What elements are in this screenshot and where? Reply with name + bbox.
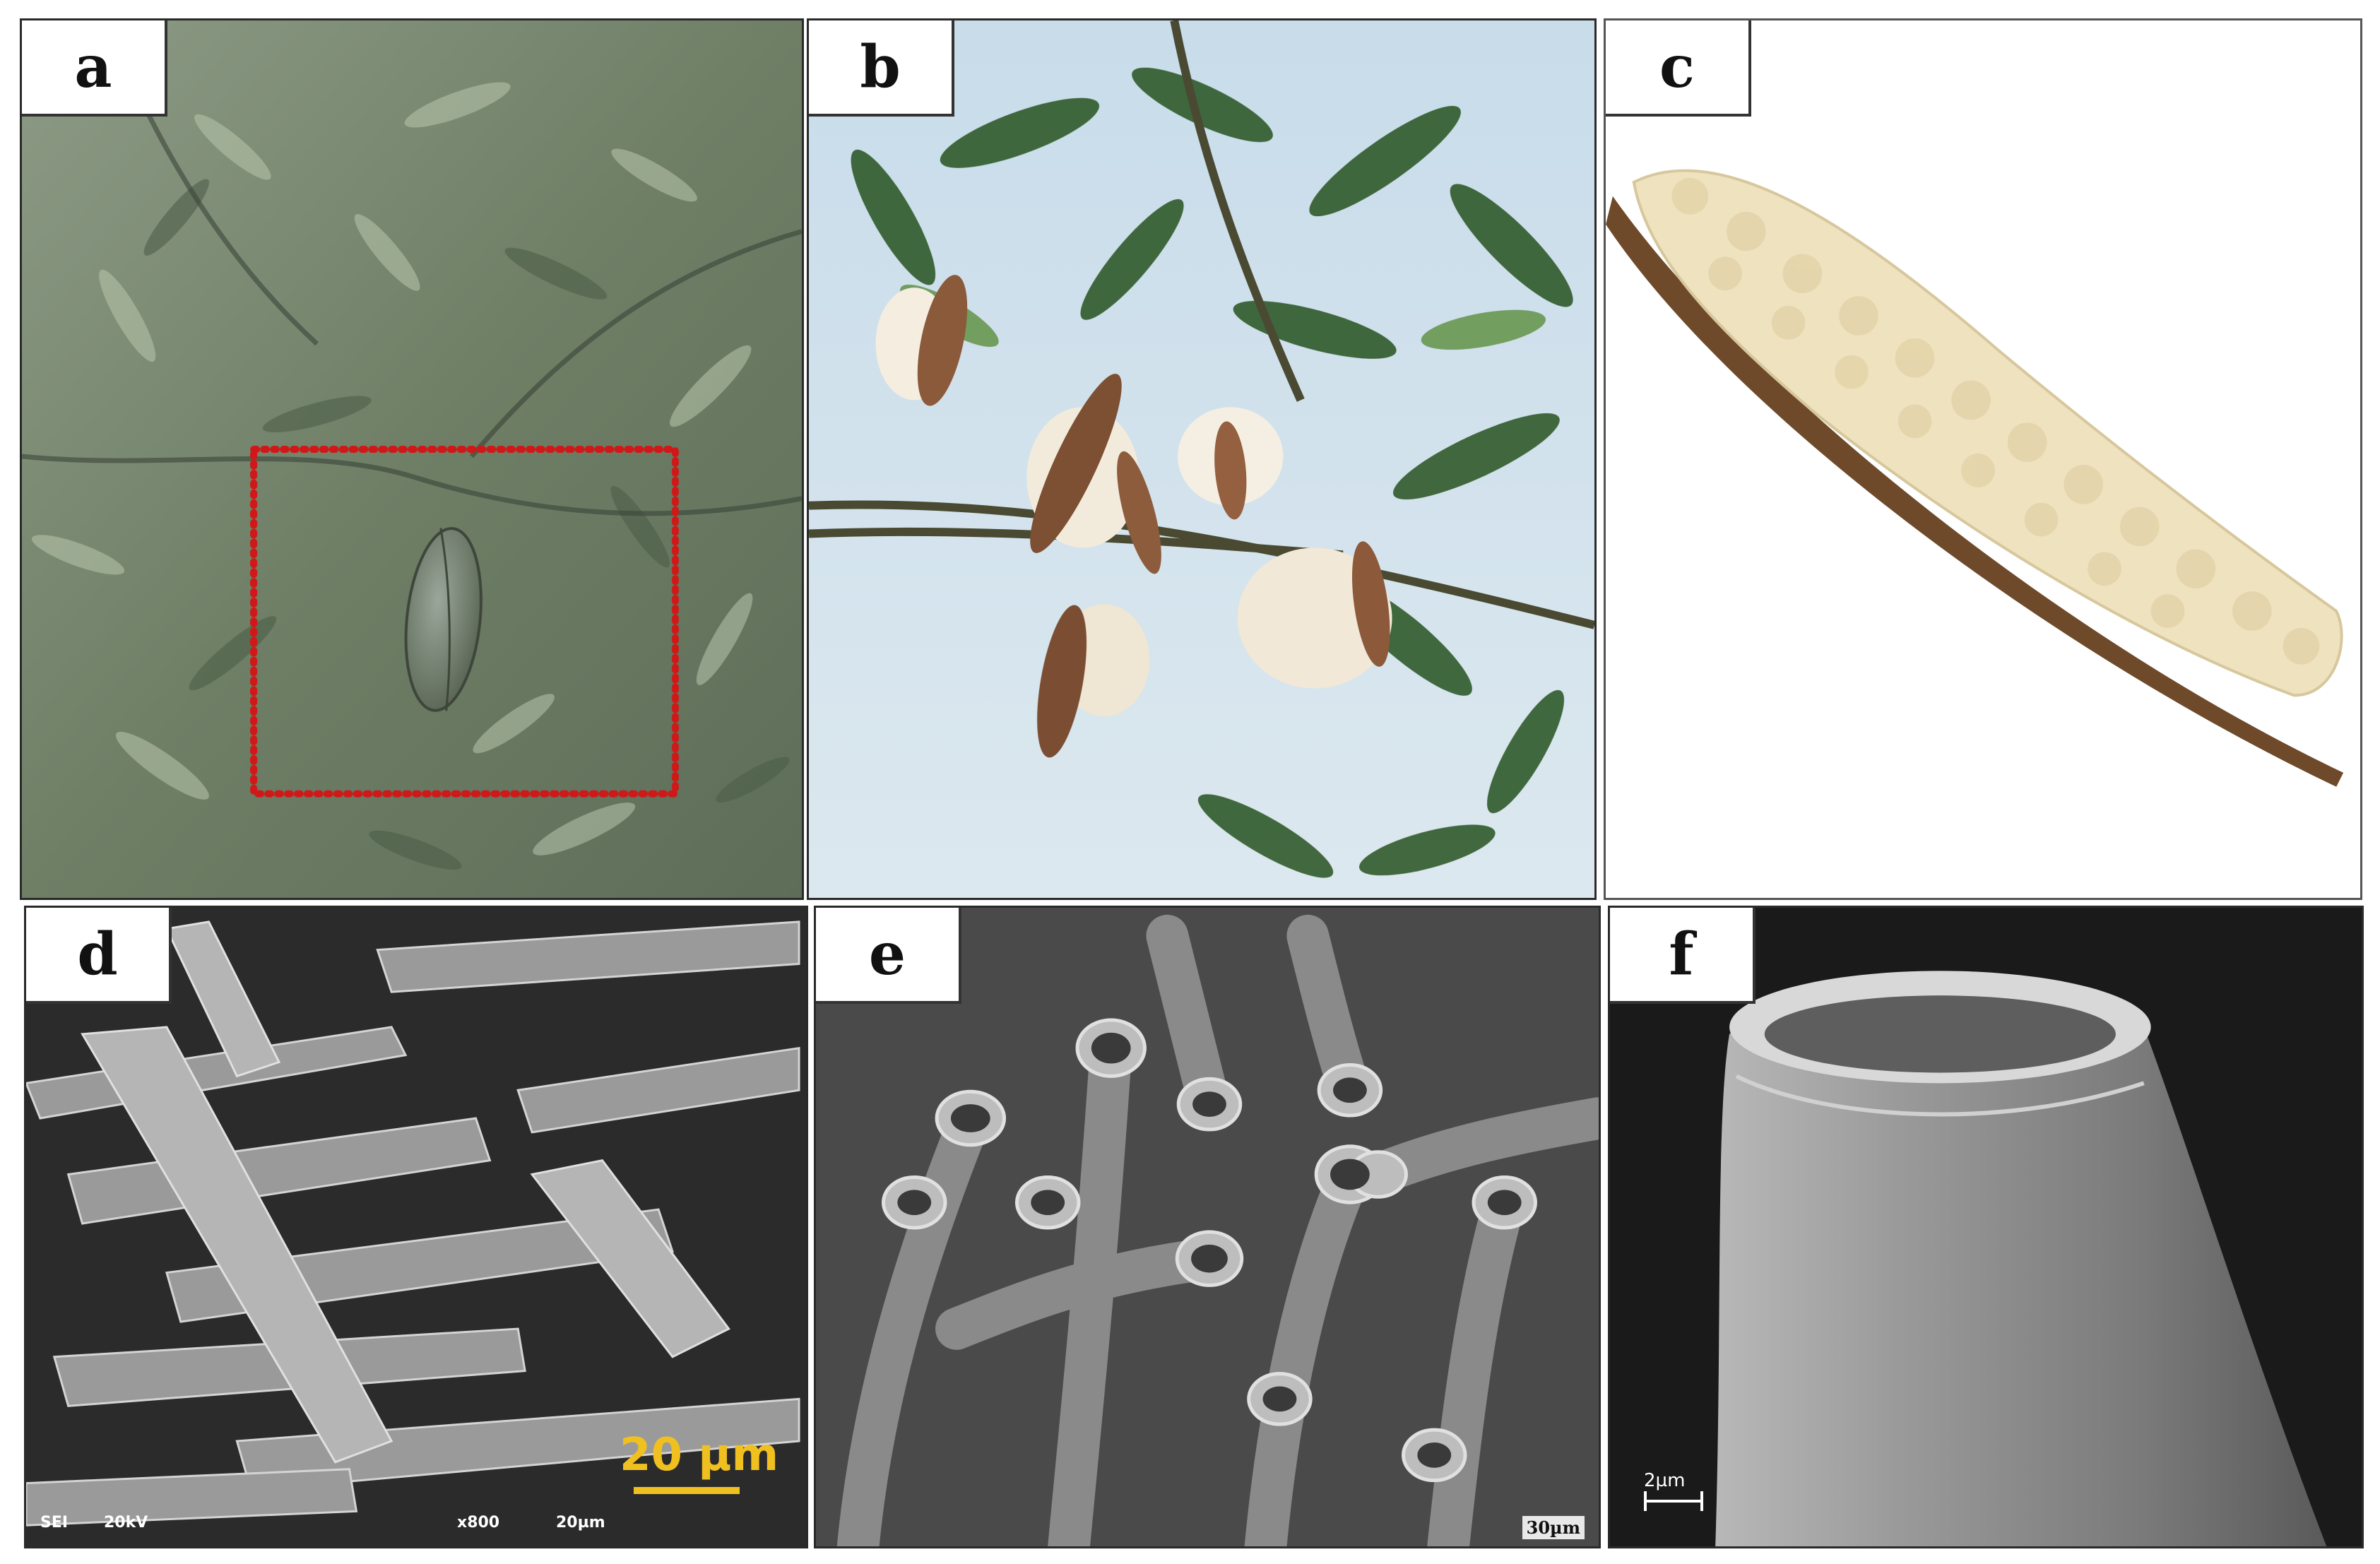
scale-bar (1644, 1500, 1703, 1503)
scale-footer-label: 20µm (556, 1514, 605, 1532)
panel-b-open-pods-photo: b (807, 18, 1597, 900)
panel-label: f (1610, 908, 1756, 1004)
open-pods-image (809, 20, 1594, 898)
voltage-label: 20kV (104, 1514, 148, 1532)
panel-e-sem-hollow-fibers: e 30µm (814, 906, 1601, 1548)
scale-bar-end-left (1644, 1491, 1647, 1511)
sem-hollow-fibers-image (816, 908, 1599, 1546)
panel-label: a (22, 20, 167, 117)
sem-flat-fibers-image (26, 908, 806, 1546)
tree-canopy-image (22, 20, 802, 898)
panel-a-tree-pod-photo: a (20, 18, 804, 900)
scale-bar (634, 1487, 740, 1494)
scale-label: 30µm (1522, 1516, 1585, 1539)
sem-single-fiber-image (1610, 908, 2362, 1546)
panel-f-sem-single-fiber: f 2µm (1608, 906, 2364, 1548)
panel-d-sem-fibers: d 20 µm SEI 20kV x800 20µm (24, 906, 808, 1548)
panel-c-pod-fiber-photo: c (1604, 18, 2362, 900)
panel-label: b (809, 20, 954, 117)
panel-label: e (816, 908, 961, 1004)
pod-fiber-image (1606, 20, 2360, 898)
scale-bar-end-right (1700, 1491, 1703, 1511)
detector-label: SEI (40, 1514, 69, 1532)
magnification-label: x800 (457, 1514, 500, 1532)
panel-label: c (1606, 20, 1751, 117)
scale-bar-label: 20 µm (620, 1429, 779, 1481)
panel-label: d (26, 908, 172, 1004)
scale-label: 2µm (1644, 1470, 1686, 1491)
